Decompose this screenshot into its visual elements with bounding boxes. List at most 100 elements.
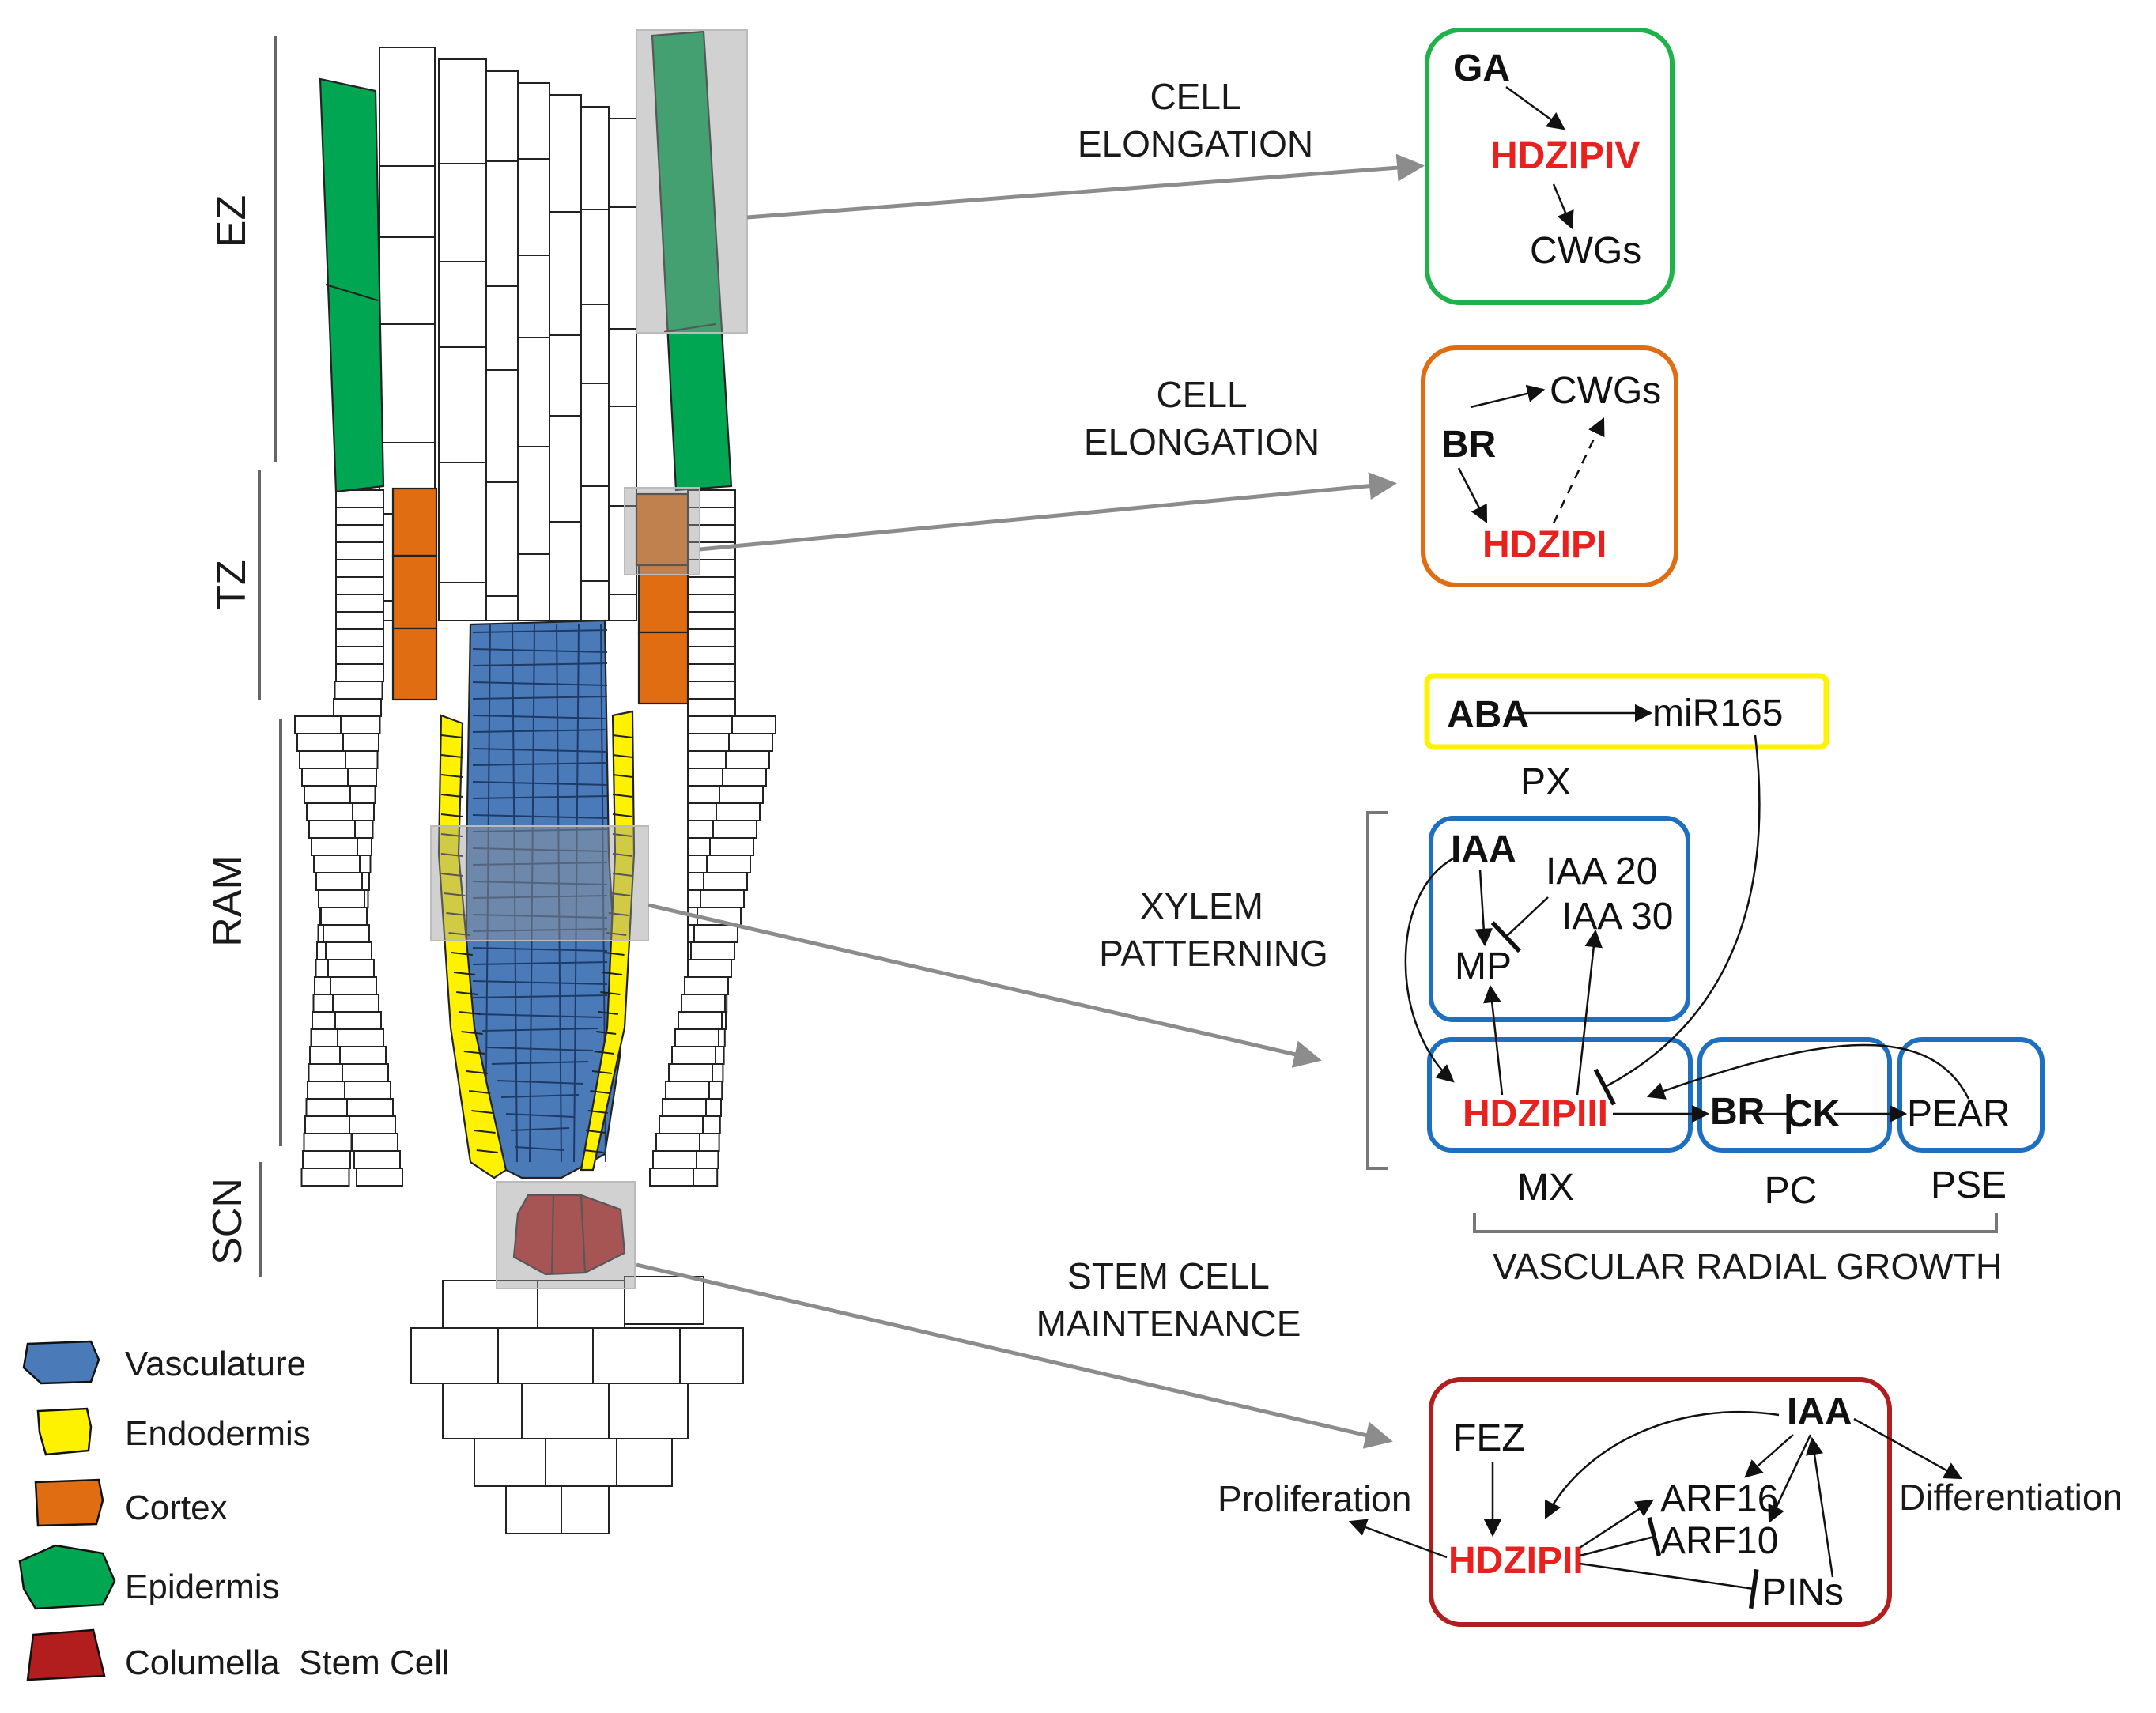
box-pc	[1697, 1037, 1892, 1153]
legend-swatch-vasculature	[22, 1340, 100, 1385]
cortex-left-3	[391, 627, 438, 701]
legend-item-cortex: Cortex	[34, 1478, 228, 1527]
legend-label-epidermis: Epidermis	[125, 1568, 280, 1606]
root-cell	[379, 323, 436, 443]
root-cell	[687, 576, 736, 595]
root-cell	[335, 541, 384, 560]
stem-network: FEZ IAA ARF16 ARF10 HDZIPII PINs Prolife…	[1218, 1377, 2123, 1627]
epidermis-left	[319, 77, 385, 493]
legend-swatch-columella	[26, 1628, 106, 1681]
highlight-cortex	[624, 487, 700, 575]
zone-brackets: EZ TZ RAM SCN	[205, 36, 282, 1277]
root-cell	[719, 785, 764, 804]
legend-label-cortex: Cortex	[125, 1488, 228, 1527]
root-cell	[485, 285, 519, 371]
node-mir165: miR165	[1652, 692, 1783, 734]
root-cell	[521, 1383, 610, 1439]
label-vascular-radial-growth: VASCULAR RADIAL GROWTH	[1493, 1246, 2002, 1287]
root-cell	[474, 1438, 546, 1487]
root-cell	[306, 802, 353, 821]
node-proliferation: Proliferation	[1218, 1478, 1411, 1519]
root-cell	[549, 211, 582, 336]
root-cell	[335, 594, 384, 613]
root-cell	[608, 594, 637, 621]
root-cell	[505, 1485, 562, 1534]
root-cell	[549, 415, 582, 523]
root-cell	[344, 1081, 391, 1100]
root-cell	[703, 872, 748, 891]
legend-swatch-cortex	[34, 1478, 104, 1527]
root-cell	[438, 261, 487, 348]
node-ga: GA	[1453, 47, 1510, 89]
root-cell	[485, 481, 519, 597]
root-cell	[296, 733, 344, 752]
root-cell	[353, 1150, 401, 1169]
label-cell-elongation-2b: ELONGATION	[1084, 421, 1320, 462]
node-cwgs-ga: CWGs	[1530, 230, 1641, 272]
node-iaa-xylem: IAA	[1451, 828, 1516, 870]
connector-elongation-1	[746, 153, 1425, 220]
root-cell	[624, 1276, 704, 1325]
connectors	[636, 153, 1425, 1449]
connector-stem	[636, 1262, 1393, 1449]
root-cell	[313, 855, 361, 873]
root-cell	[693, 924, 738, 943]
root-cell	[687, 646, 736, 665]
label-xylem-b: PATTERNING	[1099, 933, 1328, 974]
legend-item-epidermis: Epidermis	[18, 1544, 280, 1610]
root-cell	[410, 1327, 499, 1384]
legend-item-columella: Columella Stem Cell	[26, 1628, 450, 1682]
root-cell	[301, 768, 349, 787]
cortex-left-1	[391, 487, 438, 557]
root-cell	[332, 994, 379, 1013]
root-cell	[671, 1046, 716, 1065]
root-cell	[334, 1011, 382, 1030]
root-cell	[339, 1046, 387, 1065]
root-cell	[438, 462, 487, 583]
root-cell	[580, 304, 610, 384]
br-network-box: CWGs BR HDZIPI	[1421, 345, 1678, 587]
root-cell	[334, 681, 383, 700]
root-cell	[320, 907, 368, 926]
root-cell	[659, 1115, 704, 1134]
root-cell	[438, 346, 487, 463]
box-stem	[1429, 1377, 1892, 1627]
root-cell	[517, 255, 550, 338]
root-cell	[616, 1438, 673, 1487]
root-cell	[315, 872, 363, 891]
root-illustration	[294, 29, 776, 1534]
root-cell	[323, 924, 370, 943]
root-cell	[335, 663, 384, 682]
cortex-right-3	[637, 631, 689, 705]
legend-swatch-endodermis	[36, 1407, 93, 1456]
root-cell	[303, 1133, 353, 1152]
root-cell	[335, 628, 384, 647]
root-cell	[356, 1168, 403, 1187]
root-cell	[379, 47, 436, 167]
root-cell	[687, 663, 736, 682]
cortex-right-1	[635, 492, 689, 567]
root-cell	[687, 628, 736, 647]
node-differentiation: Differentiation	[1899, 1477, 2123, 1518]
node-pins: PINs	[1761, 1572, 1844, 1613]
root-cell	[580, 485, 610, 582]
node-ck: CK	[1785, 1093, 1841, 1135]
label-stem-b: MAINTENANCE	[1036, 1303, 1301, 1344]
root-cell	[545, 1438, 617, 1487]
root-cell	[687, 681, 736, 700]
aba-box: ABA miR165	[1424, 673, 1829, 750]
root-cell	[678, 1011, 723, 1030]
label-stem-a: STEM CELL	[1067, 1255, 1270, 1296]
root-cell	[662, 1098, 707, 1117]
label-cell-elongation-1a: CELL	[1150, 76, 1240, 117]
node-pear: PEAR	[1907, 1093, 2011, 1135]
node-br-orange: BR	[1441, 424, 1496, 466]
root-cell	[687, 715, 736, 734]
root-cell	[655, 1133, 700, 1152]
root-cell	[687, 959, 732, 978]
root-cell	[335, 524, 384, 543]
root-cell	[684, 976, 729, 995]
label-cell-elongation-1b: ELONGATION	[1078, 123, 1313, 164]
root-cell	[517, 553, 550, 621]
